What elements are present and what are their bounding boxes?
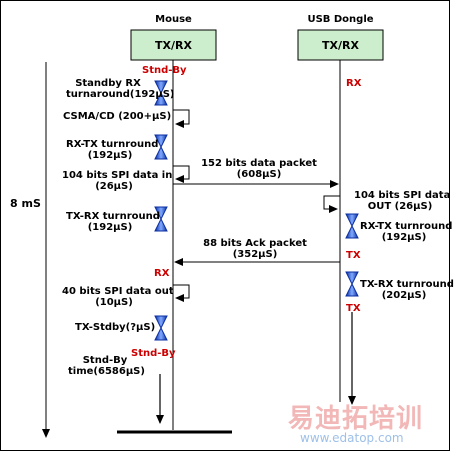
mouse-csma-label: CSMA/CD (200+μS) bbox=[63, 111, 172, 122]
watermark-chinese: 易迪拓培训 bbox=[288, 404, 424, 434]
dongle-rx-tx-label: RX-TX turnround (192μS) bbox=[360, 221, 453, 243]
period-label: 8 mS bbox=[10, 197, 41, 210]
mouse-standby-rx-label: Standby RX turnaround(192μS) bbox=[66, 78, 175, 100]
mouse-title: Mouse bbox=[155, 14, 192, 25]
mouse-standby-time-label: Stnd-By time(6586μS) bbox=[68, 355, 145, 377]
dongle-rx-state: RX bbox=[346, 78, 362, 89]
spi-out-loop-arrow bbox=[173, 284, 190, 302]
dongle-spi-out-label: 104 bits SPI data OUT (26μS) bbox=[354, 190, 451, 212]
dongle-tx-rx-label: TX-RX turnround (202μS) bbox=[360, 279, 454, 301]
dongle-tx-state-2: TX bbox=[346, 303, 361, 314]
dongle-box-label: TX/RX bbox=[322, 39, 359, 52]
mouse-standby-state: Stnd-By bbox=[142, 65, 187, 76]
mouse-spi-out-label: 40 bits SPI data out (10μS) bbox=[62, 286, 174, 308]
hourglass-icon bbox=[154, 315, 168, 341]
mouse-tx-rx-label: TX-RX turnround (192μS) bbox=[66, 211, 160, 233]
data-packet-label: 152 bits data packet (608μS) bbox=[201, 158, 317, 180]
csma-loop-arrow bbox=[173, 109, 190, 128]
ack-packet-label: 88 bits Ack packet (352μS) bbox=[203, 238, 307, 260]
mouse-rx-state: RX bbox=[154, 268, 170, 279]
hourglass-icon bbox=[154, 134, 168, 160]
hourglass-icon bbox=[345, 213, 359, 239]
watermark-url: www.edatop.com bbox=[300, 431, 404, 445]
mouse-standby-state-2: Stnd-By bbox=[131, 348, 176, 359]
mouse-rx-tx-label: RX-TX turnround (192μS) bbox=[66, 139, 159, 161]
mouse-box-label: TX/RX bbox=[155, 39, 192, 52]
dongle-tx-state: TX bbox=[346, 250, 361, 261]
dongle-spi-loop-arrow bbox=[323, 195, 340, 213]
dongle-box bbox=[297, 29, 384, 61]
hourglass-icon bbox=[154, 80, 168, 106]
mouse-spi-in-label: 104 bits SPI data in (26μS) bbox=[62, 170, 173, 192]
hourglass-icon bbox=[345, 271, 359, 297]
hourglass-icon bbox=[154, 206, 168, 232]
spi-in-loop-arrow bbox=[173, 165, 190, 183]
dongle-title: USB Dongle bbox=[307, 14, 374, 25]
mouse-tx-stdby-label: TX-Stdby(?μS) bbox=[75, 322, 156, 333]
